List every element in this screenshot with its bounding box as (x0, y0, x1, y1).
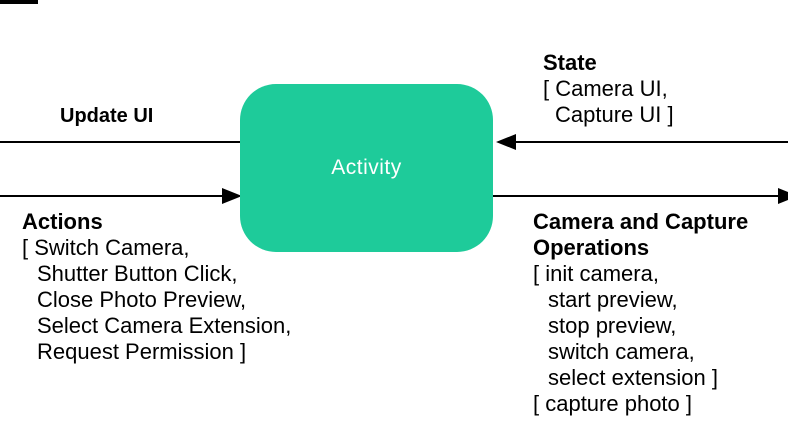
camera-ops-item: [ capture photo ] (533, 391, 692, 416)
camera-ops-block: Camera and Capture Operations [ init cam… (533, 209, 748, 417)
actions-item: Request Permission ] (37, 339, 247, 364)
camera-ops-item: stop preview, (548, 313, 677, 338)
state-arrowhead-icon (496, 134, 516, 150)
update-ui-line (0, 141, 240, 143)
activity-node: Activity (240, 84, 493, 252)
camera-ops-arrowhead-icon (778, 188, 788, 204)
actions-title: Actions (22, 209, 103, 234)
actions-block: Actions [ Switch Camera, Shutter Button … (22, 209, 291, 365)
state-block: State [ Camera UI, Capture UI ] (543, 50, 674, 128)
update-ui-label: Update UI (60, 105, 154, 127)
actions-item: Close Photo Preview, (37, 287, 247, 312)
camera-ops-title: Camera and Capture (533, 209, 749, 234)
camera-ops-title: Operations (533, 235, 650, 260)
camera-ops-item: start preview, (548, 287, 678, 312)
camera-ops-line (493, 195, 788, 197)
camera-ops-item: [ init camera, (533, 261, 659, 286)
actions-item: [ Switch Camera, (22, 235, 190, 260)
actions-item: Shutter Button Click, (37, 261, 238, 286)
camera-ops-item: switch camera, (548, 339, 695, 364)
camera-ops-item: select extension ] (548, 365, 718, 390)
activity-node-label: Activity (331, 156, 402, 179)
state-title: State (543, 50, 597, 75)
top-left-line-fragment (0, 0, 38, 4)
actions-line (0, 195, 228, 197)
state-item: [ Camera UI, (543, 76, 668, 101)
actions-item: Select Camera Extension, (37, 313, 292, 338)
state-item: Capture UI ] (555, 102, 674, 127)
state-line (512, 141, 788, 143)
actions-arrowhead-icon (222, 188, 242, 204)
